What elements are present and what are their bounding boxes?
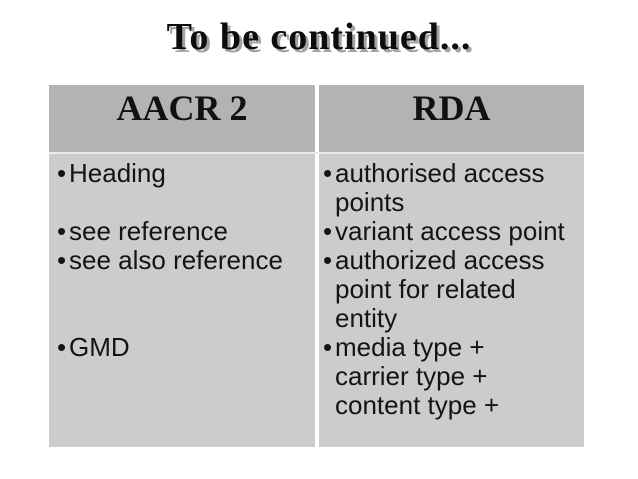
bullet-line: •media type +: [323, 333, 582, 362]
bullet-icon: •: [57, 158, 67, 188]
list-item-text: point for related: [335, 274, 516, 304]
list-item-text: content type +: [335, 390, 500, 420]
column-divider: [315, 85, 319, 152]
list-item-text: authorised access: [335, 158, 545, 188]
bullet-line: •see reference: [57, 217, 313, 246]
table-body-aacr2: •Heading•see reference•see also referenc…: [49, 154, 315, 447]
column-divider: [315, 154, 319, 447]
bullet-line-continuation: content type +: [323, 391, 582, 420]
bullet-icon: •: [57, 245, 67, 275]
bullet-line: •Heading: [57, 159, 313, 188]
comparison-table: AACR 2 RDA •Heading•see reference•see al…: [49, 85, 584, 447]
bullet-line: •GMD: [57, 333, 313, 362]
bullet-line-continuation: points: [323, 188, 582, 217]
bullet-line: •authorised access: [323, 159, 582, 188]
bullet-line-continuation: carrier type +: [323, 362, 582, 391]
table-header-rda: RDA: [319, 85, 584, 152]
bullet-line: •see also reference: [57, 246, 313, 275]
bullet-icon: •: [57, 216, 67, 246]
bullet-line: •authorized access: [323, 246, 582, 275]
list-item-text: GMD: [69, 332, 130, 362]
bullet-icon: •: [323, 332, 333, 362]
bullet-icon: •: [323, 216, 333, 246]
list-item-text: points: [335, 187, 405, 217]
table-header-aacr2: AACR 2: [49, 85, 315, 152]
bullet-line-continuation: entity: [323, 304, 582, 333]
list-item-text: media type +: [335, 332, 485, 362]
list-item-text: variant access point: [335, 216, 565, 246]
blank-line: [57, 304, 313, 333]
bullet-icon: •: [57, 332, 67, 362]
blank-line: [57, 275, 313, 304]
bullet-line: •variant access point: [323, 217, 582, 246]
list-item-text: entity: [335, 303, 398, 333]
bullet-line-continuation: point for related: [323, 275, 582, 304]
slide-title: To be continued...: [166, 16, 472, 58]
header-body-divider: [49, 152, 584, 154]
bullet-icon: •: [323, 158, 333, 188]
blank-line: [57, 188, 313, 217]
bullet-icon: •: [323, 245, 333, 275]
list-item-text: authorized access: [335, 245, 545, 275]
list-item-text: Heading: [69, 158, 166, 188]
list-item-text: carrier type +: [335, 361, 488, 391]
list-item-text: see reference: [69, 216, 228, 246]
list-item-text: see also reference: [69, 245, 283, 275]
